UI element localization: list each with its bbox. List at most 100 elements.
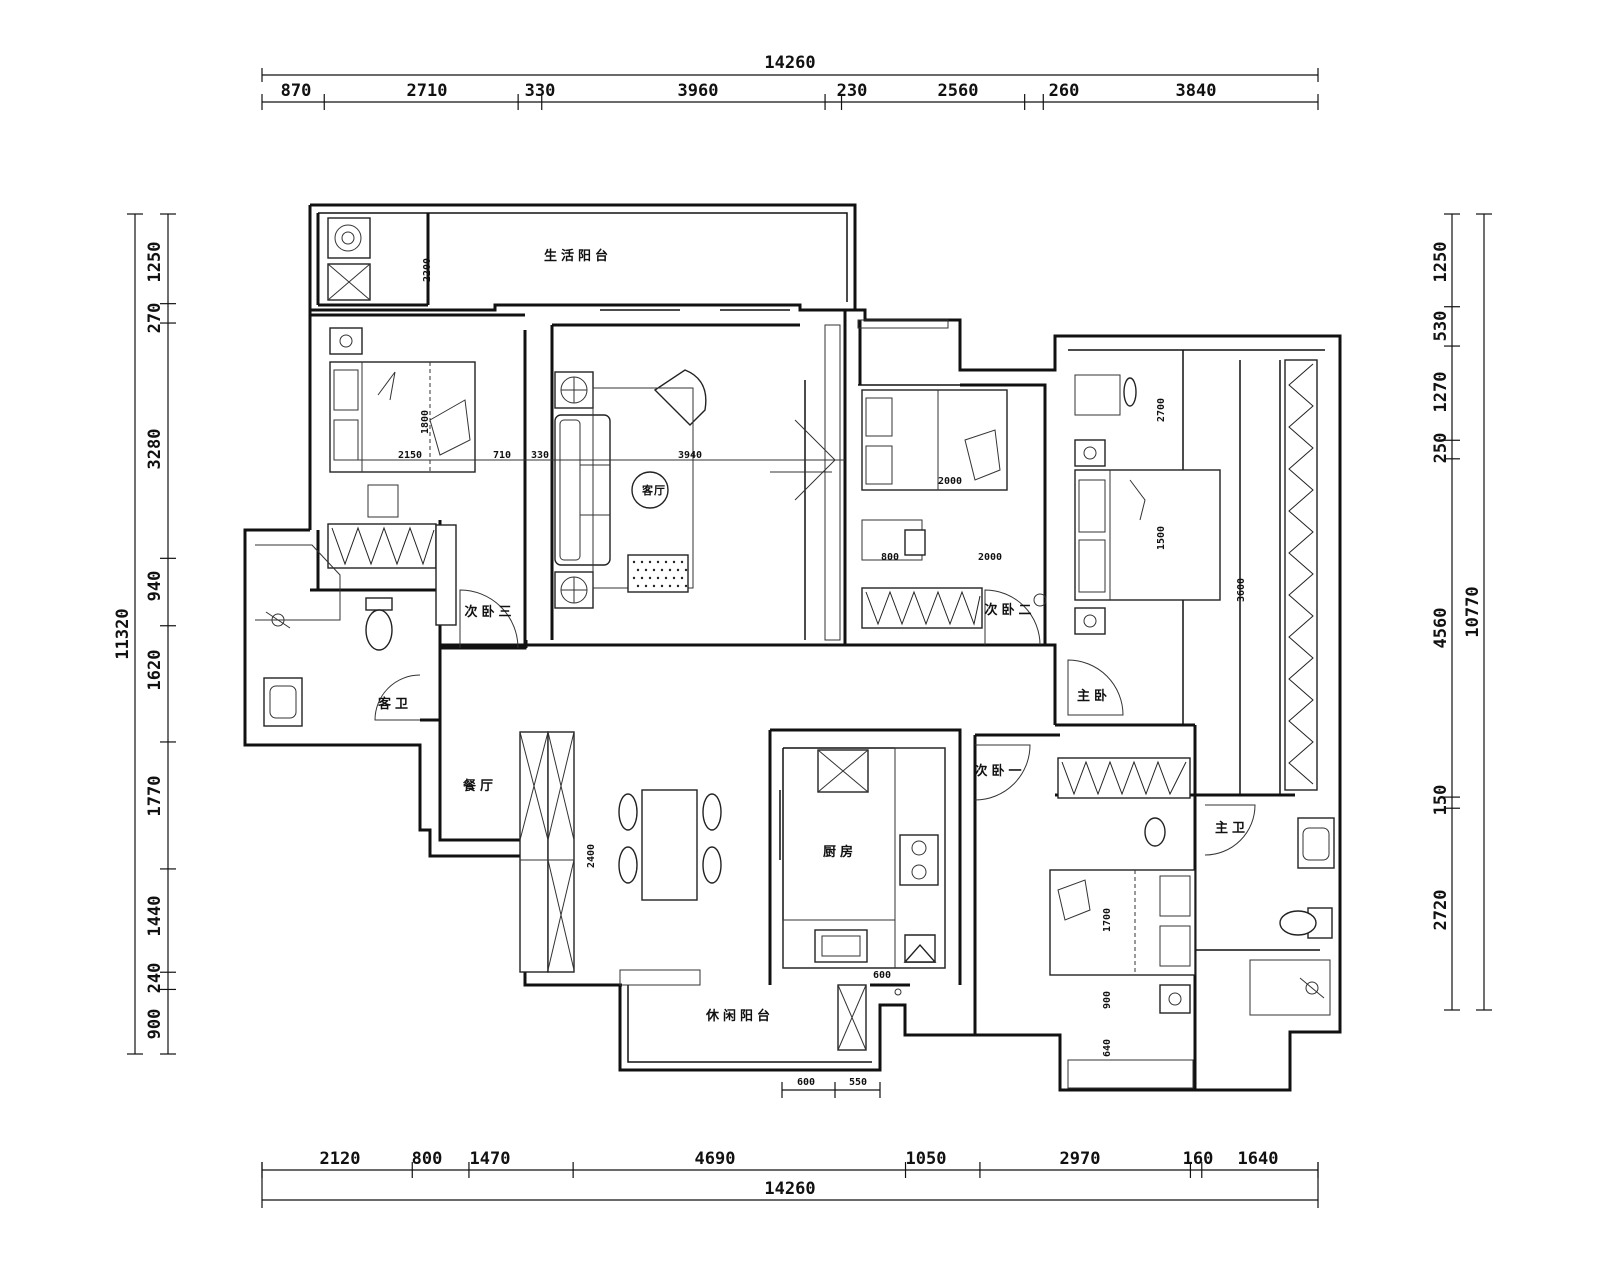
mat-dot xyxy=(632,576,636,580)
guest-bath-label: 客卫 xyxy=(378,696,412,712)
mat-dot xyxy=(644,568,648,572)
inner-dim-710: 710 xyxy=(493,450,511,461)
bottom-dim-2: 800 xyxy=(412,1149,443,1169)
bedroom3-wardrobe xyxy=(327,523,437,569)
left-dim-5: 1620 xyxy=(145,650,165,691)
inner-dim-3940: 3940 xyxy=(678,450,702,461)
master-toilet xyxy=(1279,907,1333,939)
dining-table xyxy=(641,789,698,901)
master-bed xyxy=(1074,469,1221,601)
right-dimension-chain: 10770 1250 530 1270 250 4560 150 2720 xyxy=(1431,213,1492,1011)
mat-dot xyxy=(668,584,672,588)
bottom-dim-4: 4690 xyxy=(695,1149,736,1169)
inner-dim-2200: 2200 xyxy=(422,258,433,282)
bottom-dim-3: 1470 xyxy=(470,1149,511,1169)
bedroom1-door xyxy=(974,744,1031,801)
inner-dim-600: 600 xyxy=(873,970,891,981)
guest-basin xyxy=(263,677,303,727)
floor-drain xyxy=(894,988,902,996)
bedroom1-nightstand xyxy=(1159,984,1191,1014)
bedroom2-lamp xyxy=(1033,593,1047,607)
right-dim-7: 2720 xyxy=(1431,890,1451,931)
mat-dot xyxy=(640,576,644,580)
top-dimension-chain: 14260 870 2710 330 3960 230 2560 260 384… xyxy=(261,53,1319,110)
left-dimension-chain: 11320 1250 270 3280 940 1620 1770 1440 2… xyxy=(113,213,176,1055)
inner-dim-3600: 3600 xyxy=(1236,578,1247,602)
left-dim-3: 3280 xyxy=(145,429,165,470)
leisure-dim-1: 600 xyxy=(797,1077,815,1088)
bedroom3-shelf xyxy=(435,524,457,626)
mat-dot xyxy=(672,560,676,564)
bedroom2-bed xyxy=(861,389,1008,491)
mat-dot xyxy=(680,576,684,580)
kitchen-label: 厨房 xyxy=(823,844,857,860)
mat-dot xyxy=(676,584,680,588)
inner-dim-330: 330 xyxy=(531,450,549,461)
bedroom3-nightstand xyxy=(329,327,363,355)
dining-chair xyxy=(618,793,638,831)
bedroom1-wardrobe xyxy=(1057,757,1191,799)
mat-dot xyxy=(652,568,656,572)
mat-dot xyxy=(656,576,660,580)
bottom-dim-8: 1640 xyxy=(1238,1149,1279,1169)
left-dim-1: 1250 xyxy=(145,242,165,283)
mat-dot xyxy=(680,560,684,564)
mat-dot xyxy=(636,584,640,588)
windows xyxy=(360,309,1194,1089)
top-dim-1: 870 xyxy=(281,81,312,101)
mat-dot xyxy=(672,576,676,580)
laundry-sink xyxy=(327,263,371,301)
top-dim-3: 330 xyxy=(525,81,556,101)
dining-chair xyxy=(702,793,722,831)
mat-dot xyxy=(684,568,688,572)
guest-shower xyxy=(255,544,341,629)
left-dim-8: 240 xyxy=(145,963,165,994)
top-dim-4: 3960 xyxy=(678,81,719,101)
right-dim-6: 150 xyxy=(1431,785,1451,816)
inner-dim-900: 900 xyxy=(1102,991,1113,1009)
master-dresser xyxy=(1074,374,1137,416)
inner-dim-2000: 2000 xyxy=(938,476,962,487)
top-total-dim: 14260 xyxy=(764,53,815,73)
coffee-table xyxy=(631,471,669,509)
mat-dot xyxy=(660,584,664,588)
bedroom3-chair xyxy=(367,484,399,518)
left-dim-9: 900 xyxy=(145,1009,165,1040)
inner-dim-1700: 1700 xyxy=(1102,908,1113,932)
master-door xyxy=(1067,659,1124,716)
mat-dot xyxy=(660,568,664,572)
inner-dim-800: 800 xyxy=(881,552,899,563)
inner-dim-640: 640 xyxy=(1102,1039,1113,1057)
bedroom1-bed xyxy=(1049,869,1196,976)
left-dim-6: 1770 xyxy=(145,776,165,817)
dining-chairs xyxy=(618,793,722,884)
right-dim-5: 4560 xyxy=(1431,608,1451,649)
top-dim-8: 3840 xyxy=(1176,81,1217,101)
bottom-dim-5: 1050 xyxy=(906,1149,947,1169)
inner-dim-2400: 2400 xyxy=(586,844,597,868)
mat-dot xyxy=(684,584,688,588)
leisure-balcony-label: 休闲阳台 xyxy=(705,1008,774,1024)
side-table-bottom xyxy=(554,571,594,609)
wardrobe-hatch xyxy=(1288,363,1314,785)
dining-cabinet xyxy=(519,731,575,973)
top-dim-7: 260 xyxy=(1049,81,1080,101)
bedroom2-wardrobe xyxy=(861,587,983,629)
guest-bath-door xyxy=(374,674,421,721)
doors xyxy=(374,589,1256,856)
mat-dot xyxy=(648,576,652,580)
dining-chair xyxy=(618,846,638,884)
left-dim-7: 1440 xyxy=(145,896,165,937)
living-room-label: 客厅 xyxy=(641,483,666,497)
right-dim-4: 250 xyxy=(1431,433,1451,464)
bottom-dim-1: 2120 xyxy=(320,1149,361,1169)
mat-dot xyxy=(664,560,668,564)
bedroom2-desk xyxy=(861,519,926,561)
mat-dot xyxy=(644,584,648,588)
floor-mat xyxy=(627,554,689,593)
mat-dot xyxy=(636,568,640,572)
master-nightstand-top xyxy=(1074,439,1106,467)
master-bath-door xyxy=(1204,804,1256,856)
top-dim-5: 230 xyxy=(837,81,868,101)
left-total-dim: 11320 xyxy=(113,608,133,659)
